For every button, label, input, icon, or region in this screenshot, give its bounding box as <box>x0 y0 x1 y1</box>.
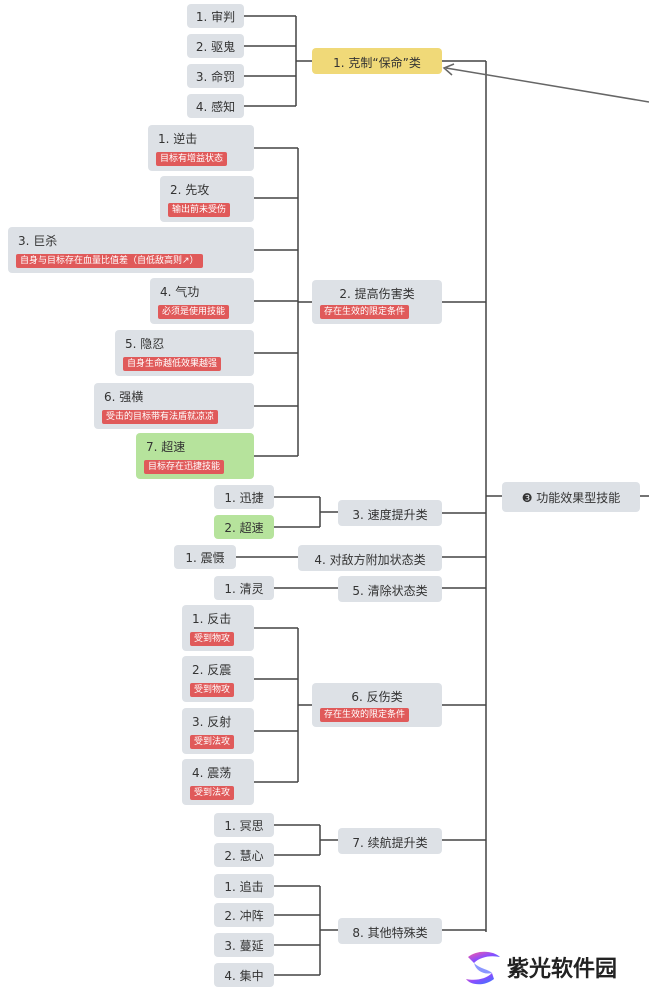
condition-tag: 目标有增益状态 <box>156 152 228 166</box>
leaf-label: 1. 清灵 <box>224 582 264 596</box>
category-label: 5. 清除状态类 <box>352 584 428 598</box>
leaf-label: 2. 驱鬼 <box>195 40 236 54</box>
leaf-node[interactable]: 1. 追击 <box>214 874 274 898</box>
leaf-node[interactable]: 2. 先攻 输出前未受伤 <box>160 176 254 222</box>
leaf-node[interactable]: 2. 驱鬼 <box>187 34 244 58</box>
leaf-node[interactable]: 2. 冲阵 <box>214 903 274 927</box>
condition-tag: 受到法攻 <box>190 786 235 800</box>
leaf-node[interactable]: 1. 迅捷 <box>214 485 274 509</box>
category-node-1[interactable]: 1. 克制“保命”类 <box>312 48 442 74</box>
watermark-text: 紫光软件园 <box>507 957 618 982</box>
category-label: 4. 对敌方附加状态类 <box>314 553 426 567</box>
leaf-label: 5. 隐忍 <box>125 337 165 351</box>
leaf-label: 1. 逆击 <box>158 132 198 146</box>
condition-tag: 必须是使用技能 <box>158 305 230 319</box>
category-label: 1. 克制“保命”类 <box>333 56 421 70</box>
leaf-node-highlighted[interactable]: 2. 超速 <box>214 515 274 539</box>
category-label: 8. 其他特殊类 <box>352 926 428 940</box>
leaf-label: 1. 审判 <box>195 10 236 24</box>
leaf-node[interactable]: 3. 巨杀 自身与目标存在血量比值差（自低敌高则↗） <box>8 227 254 273</box>
category-node-5[interactable]: 5. 清除状态类 <box>338 576 442 602</box>
condition-tag: 受击的目标带有法盾就凉凉 <box>102 410 219 424</box>
condition-tag: 受到法攻 <box>190 735 235 749</box>
leaf-label: 4. 感知 <box>195 100 236 114</box>
leaf-node[interactable]: 4. 感知 <box>187 94 244 118</box>
category-label: 3. 速度提升类 <box>352 508 428 522</box>
leaf-node[interactable]: 5. 隐忍 自身生命越低效果越强 <box>115 330 254 376</box>
category-label: 6. 反伤类 <box>351 690 403 704</box>
category-label: 7. 续航提升类 <box>352 836 428 850</box>
leaf-label: 1. 冥思 <box>224 819 264 833</box>
leaf-label: 1. 迅捷 <box>224 491 264 505</box>
leaf-node[interactable]: 4. 震荡 受到法攻 <box>182 759 254 805</box>
leaf-node[interactable]: 6. 强横 受击的目标带有法盾就凉凉 <box>94 383 254 429</box>
leaf-label: 6. 强横 <box>104 390 144 404</box>
leaf-node[interactable]: 3. 反射 受到法攻 <box>182 708 254 754</box>
leaf-node[interactable]: 1. 震慑 <box>174 545 236 569</box>
leaf-label: 7. 超速 <box>146 440 186 454</box>
category-node-3[interactable]: 3. 速度提升类 <box>338 500 442 526</box>
leaf-node[interactable]: 1. 清灵 <box>214 576 274 600</box>
leaf-node[interactable]: 3. 蔓延 <box>214 933 274 957</box>
leaf-label: 2. 慧心 <box>224 849 264 863</box>
leaf-node[interactable]: 4. 气功 必须是使用技能 <box>150 278 254 324</box>
leaf-label: 3. 命罚 <box>195 70 236 84</box>
leaf-label: 2. 反震 <box>192 663 232 677</box>
root-label: ❸ 功能效果型技能 <box>521 491 621 505</box>
watermark: 紫光软件园 <box>460 943 649 994</box>
leaf-node[interactable]: 4. 集中 <box>214 963 274 987</box>
leaf-label: 3. 巨杀 <box>18 234 58 248</box>
leaf-node[interactable]: 1. 冥思 <box>214 813 274 837</box>
leaf-label: 1. 追击 <box>224 880 264 894</box>
leaf-node[interactable]: 2. 反震 受到物攻 <box>182 656 254 702</box>
category-node-6[interactable]: 6. 反伤类 存在生效的限定条件 <box>312 683 442 727</box>
condition-tag: 存在生效的限定条件 <box>320 305 410 319</box>
category-node-8[interactable]: 8. 其他特殊类 <box>338 918 442 944</box>
condition-tag: 目标存在迅捷技能 <box>144 460 225 474</box>
condition-tag: 受到物攻 <box>190 632 235 646</box>
root-node[interactable]: ❸ 功能效果型技能 <box>502 482 640 512</box>
leaf-node[interactable]: 3. 命罚 <box>187 64 244 88</box>
leaf-label: 3. 反射 <box>192 715 232 729</box>
condition-tag: 输出前未受伤 <box>168 203 231 217</box>
condition-tag: 自身与目标存在血量比值差（自低敌高则↗） <box>16 254 203 268</box>
leaf-node[interactable]: 1. 反击 受到物攻 <box>182 605 254 651</box>
category-node-4[interactable]: 4. 对敌方附加状态类 <box>298 545 442 571</box>
leaf-label: 4. 气功 <box>160 285 200 299</box>
leaf-label: 4. 集中 <box>224 969 264 983</box>
category-label: 2. 提高伤害类 <box>339 287 415 301</box>
condition-tag: 受到物攻 <box>190 683 235 697</box>
leaf-node[interactable]: 1. 逆击 目标有增益状态 <box>148 125 254 171</box>
category-node-2[interactable]: 2. 提高伤害类 存在生效的限定条件 <box>312 280 442 324</box>
leaf-label: 4. 震荡 <box>192 766 232 780</box>
leaf-node-highlighted[interactable]: 7. 超速 目标存在迅捷技能 <box>136 433 254 479</box>
leaf-label: 1. 反击 <box>192 612 232 626</box>
leaf-label: 2. 冲阵 <box>224 909 264 923</box>
condition-tag: 存在生效的限定条件 <box>320 708 410 722</box>
leaf-label: 2. 先攻 <box>170 183 210 197</box>
watermark-logo-icon <box>466 951 500 985</box>
leaf-label: 1. 震慑 <box>185 551 225 565</box>
leaf-node[interactable]: 2. 慧心 <box>214 843 274 867</box>
category-node-7[interactable]: 7. 续航提升类 <box>338 828 442 854</box>
leaf-node[interactable]: 1. 审判 <box>187 4 244 28</box>
condition-tag: 自身生命越低效果越强 <box>123 357 222 371</box>
leaf-label: 2. 超速 <box>224 521 264 535</box>
leaf-label: 3. 蔓延 <box>224 939 264 953</box>
